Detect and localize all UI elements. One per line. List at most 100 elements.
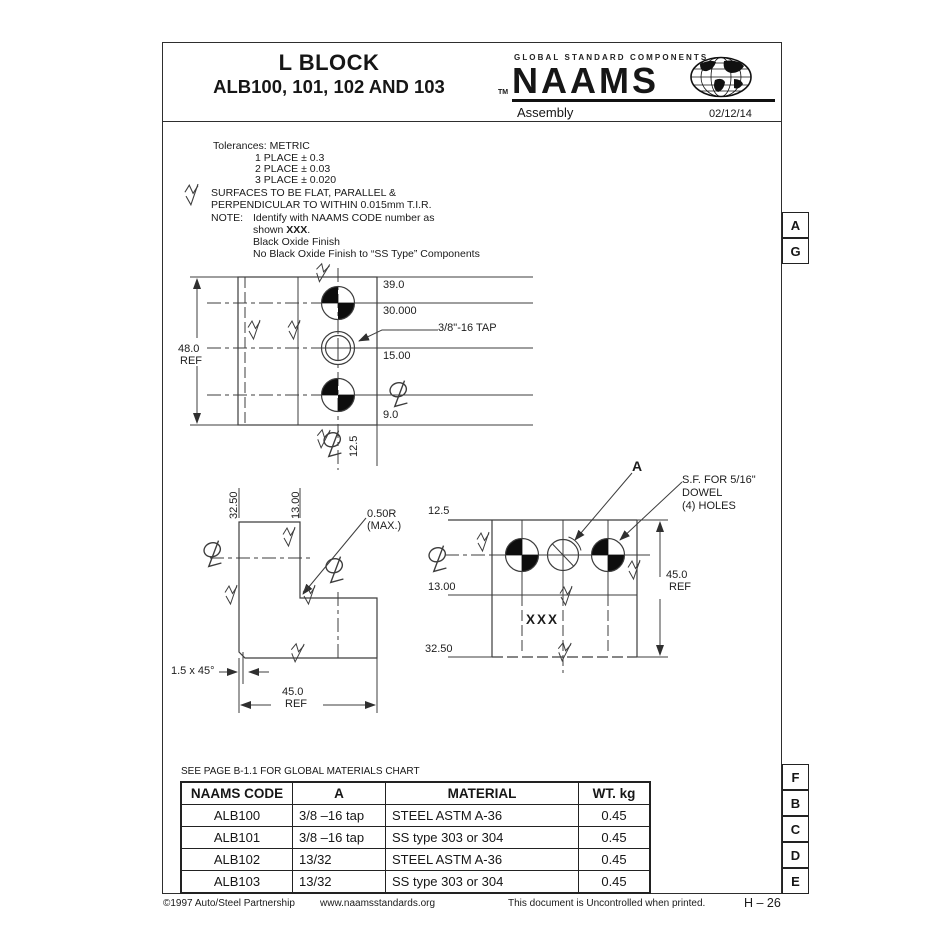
dim-48-ref: REF	[180, 355, 202, 367]
table-caption: SEE PAGE B-1.1 FOR GLOBAL MATERIALS CHAR…	[181, 766, 420, 777]
tolerance-2: 2 PLACE ± 0.03	[255, 163, 331, 175]
cell-code: ALB102	[180, 848, 293, 871]
page-subtitle: ALB100, 101, 102 AND 103	[213, 76, 445, 97]
dim-15: 15.00	[383, 350, 411, 362]
col-naams-code: NAAMS CODE	[180, 781, 293, 805]
dim-39: 39.0	[383, 279, 405, 291]
dim-13-00: 13.00	[428, 581, 456, 593]
chamfer-callout: 1.5 x 45°	[171, 665, 215, 677]
cell-wt: 0.45	[578, 826, 651, 849]
brand-logo-text: NAAMS	[512, 60, 659, 101]
trademark-label: TM	[498, 89, 509, 96]
view-plan-drawing	[426, 472, 683, 673]
zone-tab-g: G	[782, 238, 809, 264]
dim-9: 9.0	[383, 409, 399, 421]
surface-finish-icon	[556, 640, 572, 663]
note-line-4: No Black Oxide Finish to “SS Type” Compo…	[253, 248, 480, 260]
note-label: NOTE:	[211, 212, 244, 224]
cell-a: 13/32	[292, 848, 386, 871]
cell-code: ALB103	[180, 870, 293, 894]
dim-48: 48.0	[178, 343, 200, 355]
sf-callout-1: S.F. FOR 5/16"	[682, 474, 756, 486]
datum-target-icon	[320, 285, 356, 321]
cell-wt: 0.45	[578, 870, 651, 894]
surface-note-2: PERPENDICULAR TO WITHIN 0.015mm T.I.R.	[211, 199, 432, 211]
datum-target-icon	[504, 537, 540, 573]
dim-30: 30.000	[383, 305, 417, 317]
cell-wt: 0.45	[578, 848, 651, 871]
dim-45: 45.0	[666, 569, 688, 581]
header-divider	[162, 121, 781, 122]
dim-32-50: 32.50	[228, 491, 240, 519]
tolerances-title: Tolerances: METRIC	[213, 140, 310, 152]
note-line-1: Identify with NAAMS CODE number as	[253, 212, 435, 224]
note-line-3: Black Oxide Finish	[253, 236, 340, 248]
view-l-profile: 32.50 13.00 0.50R (MAX.) 1.5 x 45° 45.0 …	[165, 480, 435, 730]
zone-tab-f: F	[782, 764, 809, 790]
globe-icon	[690, 56, 752, 98]
dim-32-50: 32.50	[425, 643, 453, 655]
footer-page-number: H – 26	[744, 896, 781, 910]
footer-copyright: ©1997 Auto/Steel Partnership	[163, 898, 295, 909]
zone-tab-a: A	[782, 212, 809, 238]
col-material: MATERIAL	[385, 781, 579, 805]
radius-callout-max: (MAX.)	[367, 520, 402, 532]
sf-callout-2: DOWEL	[682, 487, 723, 499]
footer-notice: This document is Uncontrolled when print…	[508, 898, 706, 909]
surface-finish-icon	[282, 526, 296, 547]
cell-a: 3/8 –16 tap	[292, 826, 386, 849]
sf-callout-3: (4) HOLES	[682, 500, 736, 512]
surface-finish-icon	[313, 261, 331, 284]
datum-label: A	[632, 458, 643, 474]
surface-finish-icon	[184, 183, 199, 207]
surface-finish-icon	[302, 584, 316, 605]
brand-tagline: GLOBAL STANDARD COMPONENTS	[514, 53, 709, 62]
footer-website: www.naamsstandards.org	[320, 898, 436, 909]
cell-wt: 0.45	[578, 804, 651, 827]
dim-45-ref: REF	[669, 581, 691, 593]
cell-material: SS type 303 or 304	[385, 826, 579, 849]
zone-tab-d: D	[782, 842, 809, 868]
dim-12-5: 12.5	[348, 435, 360, 457]
logo-underline	[512, 99, 775, 102]
centerline-icon	[201, 539, 223, 568]
centerline-icon	[323, 555, 345, 584]
table-row: ALB100 3/8 –16 tap STEEL ASTM A-36 0.45	[180, 804, 651, 827]
dim-45: 45.0	[282, 686, 304, 698]
centerline-icon	[321, 429, 343, 458]
brand-subtitle: Assembly	[517, 105, 574, 120]
view-side-elevation: 48.0 REF 39.0 30.000 3/8"-16 TAP 15.00 9…	[170, 258, 540, 513]
dim-12-5: 12.5	[428, 505, 450, 517]
zone-tab-c: C	[782, 816, 809, 842]
note-line-2: shown XXX.	[253, 224, 310, 236]
cell-material: STEEL ASTM A-36	[385, 804, 579, 827]
tolerance-1: 1 PLACE ± 0.3	[255, 152, 325, 164]
radius-callout: 0.50R	[367, 508, 397, 520]
cell-code: ALB100	[180, 804, 293, 827]
dim-45-ref: REF	[285, 698, 307, 710]
table-row: ALB102 13/32 STEEL ASTM A-36 0.45	[180, 848, 651, 871]
surface-finish-icon	[247, 319, 261, 340]
table-row: ALB101 3/8 –16 tap SS type 303 or 304 0.…	[180, 826, 651, 849]
revision-date: 02/12/14	[709, 108, 752, 120]
cell-material: STEEL ASTM A-36	[385, 848, 579, 871]
zone-tab-e: E	[782, 868, 809, 894]
note-line-2-post: .	[307, 224, 311, 236]
centerline-icon	[426, 544, 448, 573]
tolerance-3: 3 PLACE ± 0.020	[255, 174, 337, 186]
surface-finish-icon	[289, 641, 305, 664]
zone-tab-b: B	[782, 790, 809, 816]
part-mark: XXX	[526, 612, 560, 627]
table-row: ALB103 13/32 SS type 303 or 304 0.45	[180, 870, 651, 894]
view-side-elevation-drawing	[190, 261, 533, 470]
cell-a: 3/8 –16 tap	[292, 804, 386, 827]
cell-material: SS type 303 or 304	[385, 870, 579, 894]
col-wt: WT. kg	[578, 781, 651, 805]
datum-target-icon	[320, 377, 356, 413]
surface-finish-icon	[627, 559, 641, 580]
view-l-profile-drawing	[201, 488, 378, 713]
tap-callout: 3/8"-16 TAP	[438, 322, 497, 334]
surface-finish-icon	[224, 584, 238, 605]
note-line-2-pre: shown	[253, 224, 287, 236]
